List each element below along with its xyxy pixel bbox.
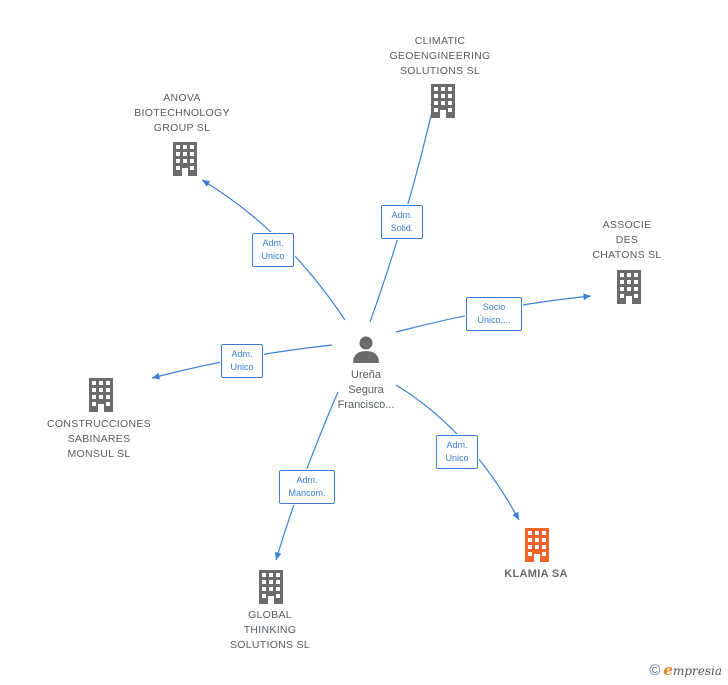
brand-rest: mpresia: [672, 664, 722, 678]
node-label-global[interactable]: GLOBAL THINKING SOLUTIONS SL: [229, 609, 311, 651]
building-icon-anova[interactable]: [170, 142, 200, 176]
person-icon[interactable]: [351, 334, 381, 364]
edge-label-text: Adm. Unico: [261, 238, 285, 261]
node-label-climatic[interactable]: CLIMATIC GEOENGINEERING SOLUTIONS SL: [389, 35, 491, 77]
edge-label-associe[interactable]: Socio Único,...: [466, 297, 522, 331]
building-icon-construcciones[interactable]: [86, 378, 116, 412]
building-icon-climatic[interactable]: [428, 84, 458, 118]
edge-label-text: Adm. Mancom.: [288, 475, 326, 498]
edge-label-text: Adm. Unico: [230, 349, 254, 372]
center-name-line-1: Ureña: [351, 369, 381, 381]
node-label-associe[interactable]: ASSOCIE DES CHATONS SL: [592, 219, 662, 261]
center-person-name[interactable]: Ureña Segura Francisco...: [316, 368, 416, 413]
building-icon-klamia[interactable]: [522, 528, 552, 562]
edge-label-construcciones[interactable]: Adm. Unico: [221, 344, 263, 378]
edge-label-text: Adm. Unico: [445, 440, 469, 463]
brand-logo: empresia: [663, 661, 722, 679]
building-icon-associe[interactable]: [614, 270, 644, 304]
edge-label-global[interactable]: Adm. Mancom.: [279, 470, 335, 504]
node-label-klamia[interactable]: KLAMIA SA: [504, 568, 568, 580]
brand-initial: e: [663, 661, 673, 679]
edge-label-anova[interactable]: Adm. Unico: [252, 233, 294, 267]
center-name-line-3: Francisco...: [337, 399, 395, 411]
building-icon-global[interactable]: [256, 570, 286, 604]
copyright-footer[interactable]: © empresia: [649, 661, 722, 679]
edge-label-climatic[interactable]: Adm. Solid.: [381, 205, 423, 239]
edge-label-text: Socio Único,...: [477, 302, 511, 325]
copyright-icon: ©: [649, 661, 661, 679]
node-label-anova[interactable]: ANOVA BIOTECHNOLOGY GROUP SL: [134, 92, 230, 134]
node-label-construcciones[interactable]: CONSTRUCCIONES SABINARES MONSUL SL: [47, 418, 151, 460]
center-name-line-2: Segura: [348, 384, 384, 396]
edge-label-klamia[interactable]: Adm. Unico: [436, 435, 478, 469]
edge-label-text: Adm. Solid.: [390, 210, 414, 233]
